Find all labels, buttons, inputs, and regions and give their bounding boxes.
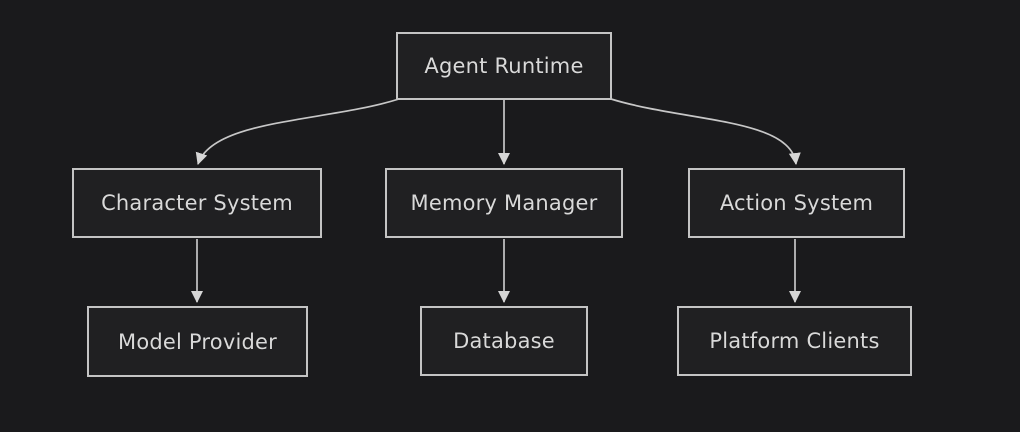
node-model-provider: Model Provider [87, 306, 308, 377]
node-model-provider-label: Model Provider [118, 329, 277, 354]
node-action-system-label: Action System [719, 191, 874, 215]
node-character-system-label: Character System [101, 191, 293, 215]
node-agent-runtime-label: Agent Runtime [424, 54, 584, 78]
node-agent-runtime: Agent Runtime [396, 32, 612, 100]
node-character-system: Character System [72, 168, 322, 238]
edge-agent-runtime-to-character-system [195, 98, 400, 165]
node-platform-clients-label: Platform Clients [709, 329, 880, 353]
node-memory-manager-label: Memory Manager [410, 191, 598, 215]
node-action-system: Action System [688, 168, 905, 238]
node-memory-manager: Memory Manager [385, 168, 623, 238]
node-database: Database [420, 306, 588, 376]
node-platform-clients: Platform Clients [677, 306, 912, 376]
node-database-label: Database [453, 329, 555, 353]
edge-agent-runtime-to-action-system [610, 98, 801, 165]
